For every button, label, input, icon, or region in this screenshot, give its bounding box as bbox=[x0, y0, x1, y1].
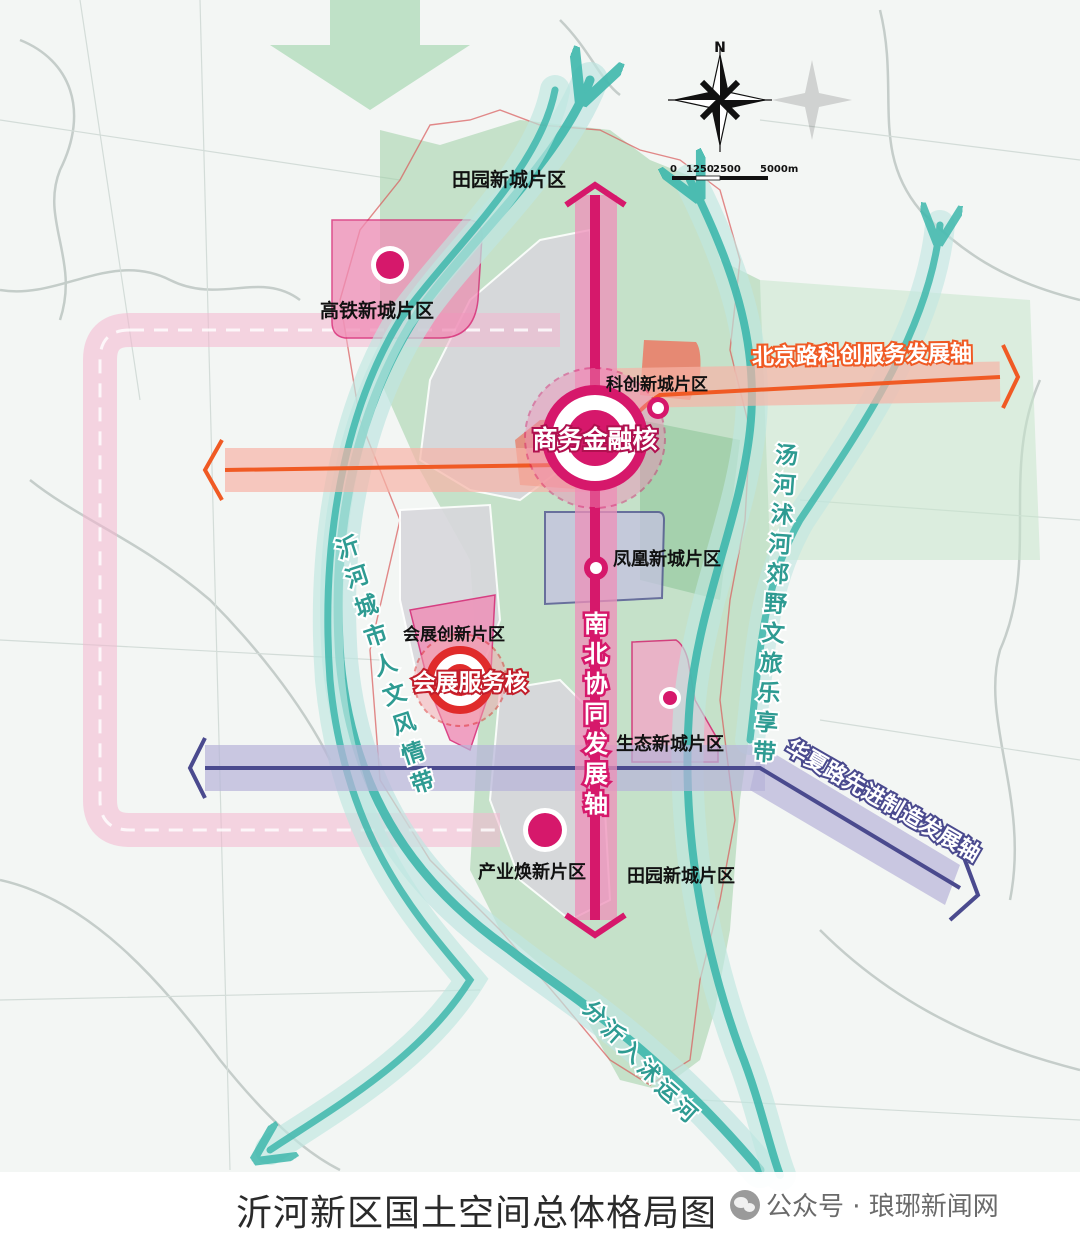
teal-belts bbox=[270, 80, 940, 1191]
north-label: N bbox=[714, 40, 726, 56]
dot-kechuang-inner bbox=[652, 402, 664, 414]
scale-tick-0: 0 bbox=[670, 164, 677, 175]
dot-gaotie-inner bbox=[376, 251, 404, 279]
yihe-label-char: 风 bbox=[389, 709, 419, 741]
label-fenghuang: 凤凰新城片区 bbox=[613, 548, 721, 570]
label-huizhan: 会展创新片区 bbox=[403, 624, 505, 645]
dot-fenghuang-inner bbox=[590, 562, 602, 574]
finance-core bbox=[524, 367, 666, 509]
label-tianyuan-north: 田园新城片区 bbox=[452, 168, 566, 191]
ns-label-char: 协 bbox=[584, 670, 608, 698]
tanghe-label-char: 汤 bbox=[774, 442, 799, 470]
tanghe-label-char: 享 bbox=[754, 709, 779, 738]
tanghe-label-char: 沭 bbox=[770, 502, 795, 530]
ns-label-char: 同 bbox=[584, 700, 608, 728]
ns-label-char: 南 bbox=[584, 610, 608, 638]
tanghe-label-char: 野 bbox=[763, 591, 788, 619]
label-tianyuan-south: 田园新城片区 bbox=[627, 865, 735, 887]
tanghe-label-char: 文 bbox=[761, 619, 787, 648]
ns-label-char: 发 bbox=[583, 730, 608, 758]
ns-label-char: 轴 bbox=[584, 790, 608, 818]
base-rivers bbox=[0, 9, 1080, 1172]
scale-tick-5000m: 5000m bbox=[760, 164, 798, 175]
label-kechuang: 科创新城片区 bbox=[606, 374, 708, 395]
scale-bar bbox=[672, 175, 768, 181]
yihe-label-char: 人 bbox=[370, 650, 401, 682]
tanghe-label-char: 河 bbox=[768, 531, 793, 559]
yihe-label-char: 文 bbox=[379, 678, 410, 711]
caption-bar bbox=[0, 1172, 1080, 1240]
map-title: 沂河新区国土空间总体格局图 bbox=[236, 1193, 718, 1234]
outer-ring-dash bbox=[98, 328, 560, 832]
tanghe-label-char: 乐 bbox=[757, 680, 782, 708]
scale-tick-2500: 2500 bbox=[713, 164, 741, 175]
label-finance-core: 商务金融核 bbox=[532, 425, 657, 454]
expo-core bbox=[413, 633, 507, 727]
dot-chanye-inner bbox=[528, 813, 562, 847]
label-chanye: 产业焕新片区 bbox=[478, 861, 586, 883]
compass-ghost-icon bbox=[772, 60, 852, 140]
label-gaotie: 高铁新城片区 bbox=[320, 299, 434, 322]
watermark-text: 公众号 · 琅琊新闻网 bbox=[766, 1192, 999, 1222]
dot-shengtai-inner bbox=[663, 691, 677, 705]
yihe-label-char: 市 bbox=[361, 620, 391, 653]
ns-label-char: 展 bbox=[584, 760, 608, 788]
tanghe-label-char: 旅 bbox=[759, 649, 784, 678]
ns-label-char: 北 bbox=[584, 640, 608, 668]
wechat-icon bbox=[730, 1189, 760, 1220]
label-beijing-axis: 北京路科创服务发展轴 bbox=[752, 340, 972, 370]
tanghe-label-char: 郊 bbox=[765, 561, 790, 589]
tanghe-label-char: 带 bbox=[752, 739, 777, 767]
label-shengtai: 生态新城片区 bbox=[616, 733, 724, 755]
scale-tick-1250: 1250 bbox=[686, 164, 714, 175]
watermark: 公众号 · 琅琊新闻网 bbox=[730, 1186, 999, 1223]
huaxia-road-axis bbox=[187, 737, 981, 922]
tanghe-label-char: 河 bbox=[772, 472, 797, 500]
compass-icon bbox=[668, 48, 772, 152]
label-expo-core: 会展服务核 bbox=[413, 669, 528, 696]
